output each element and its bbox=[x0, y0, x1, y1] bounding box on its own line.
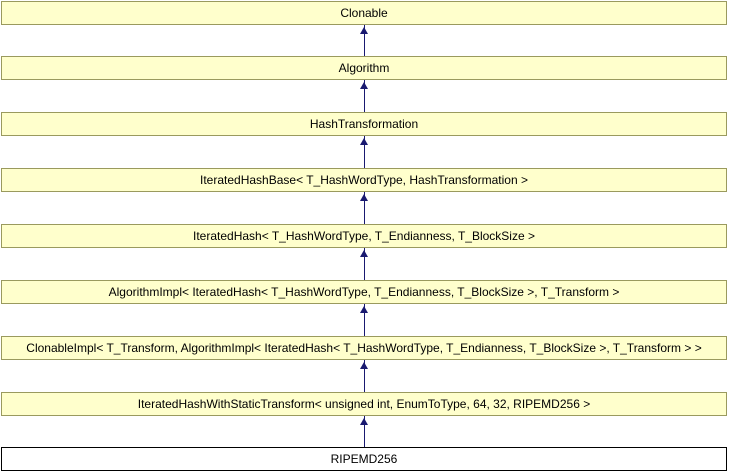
class-node-hashtransformation[interactable]: HashTransformation bbox=[1, 112, 727, 136]
arrow-line bbox=[364, 25, 365, 56]
class-node-iteratedhash[interactable]: IteratedHash< T_HashWordType, T_Endianne… bbox=[1, 224, 727, 248]
class-node-clonableimpl[interactable]: ClonableImpl< T_Transform, AlgorithmImpl… bbox=[1, 336, 727, 360]
arrow-head-icon bbox=[360, 362, 368, 369]
arrow-head-icon bbox=[360, 418, 368, 425]
inheritance-arrow bbox=[360, 248, 369, 280]
arrow-line bbox=[364, 136, 365, 168]
inheritance-arrow bbox=[360, 136, 369, 168]
class-node-algorithmimpl[interactable]: AlgorithmImpl< IteratedHash< T_HashWordT… bbox=[1, 280, 727, 304]
class-node-iteratedhashbase[interactable]: IteratedHashBase< T_HashWordType, HashTr… bbox=[1, 168, 727, 192]
arrow-line bbox=[364, 192, 365, 224]
arrow-head-icon bbox=[360, 138, 368, 145]
inheritance-arrow bbox=[360, 304, 369, 336]
arrow-head-icon bbox=[360, 82, 368, 89]
class-node-iteratedhashwithstatictransform[interactable]: IteratedHashWithStaticTransform< unsigne… bbox=[1, 392, 727, 416]
inheritance-arrow bbox=[360, 416, 369, 447]
inheritance-arrow bbox=[360, 192, 369, 224]
inheritance-arrow bbox=[360, 80, 369, 112]
arrow-head-icon bbox=[360, 194, 368, 201]
arrow-head-icon bbox=[360, 306, 368, 313]
class-node-algorithm[interactable]: Algorithm bbox=[1, 56, 727, 80]
arrow-line bbox=[364, 304, 365, 336]
arrow-line bbox=[364, 360, 365, 392]
class-node-clonable[interactable]: Clonable bbox=[1, 1, 727, 25]
arrow-head-icon bbox=[360, 250, 368, 257]
arrow-line bbox=[364, 248, 365, 280]
inheritance-arrow bbox=[360, 360, 369, 392]
class-node-ripemd256: RIPEMD256 bbox=[1, 447, 727, 471]
arrow-line bbox=[364, 416, 365, 447]
arrow-head-icon bbox=[360, 27, 368, 34]
inheritance-arrow bbox=[360, 25, 369, 56]
arrow-line bbox=[364, 80, 365, 112]
